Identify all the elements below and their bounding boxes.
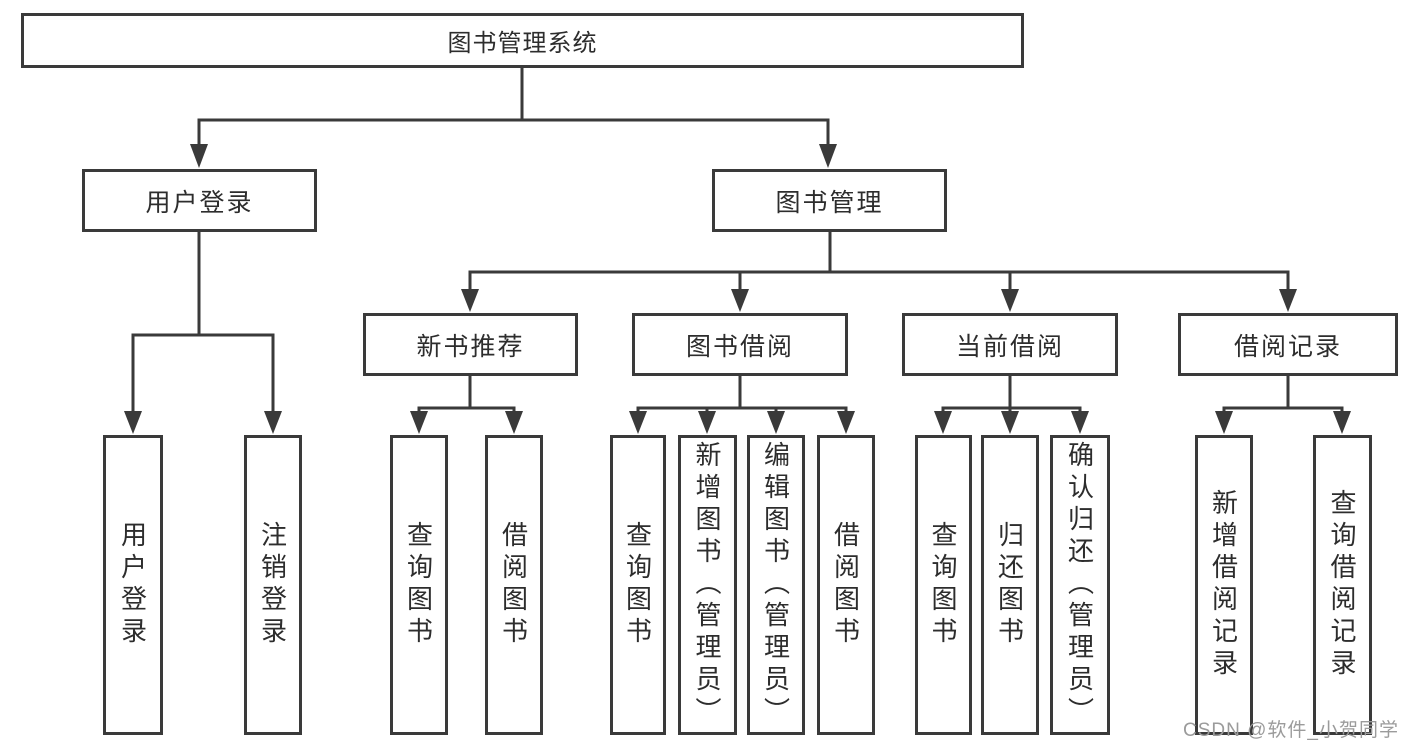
leaf-borrowing-add-books-admin: 新增图书（管理员） [678, 435, 737, 735]
leaf-user-login: 用户登录 [103, 435, 163, 735]
node-user-login: 用户登录 [82, 169, 317, 232]
leaf-borrowing-query-books: 查询图书 [610, 435, 666, 735]
leaf-current-query-books: 查询图书 [915, 435, 972, 735]
leaf-newbook-query-books: 查询图书 [390, 435, 448, 735]
leaf-current-confirm-return-admin: 确认归还（管理员） [1050, 435, 1110, 735]
leaf-records-query-record: 查询借阅记录 [1313, 435, 1372, 735]
leaf-newbook-borrow-books: 借阅图书 [485, 435, 543, 735]
leaf-logout: 注销登录 [244, 435, 302, 735]
node-new-book-recommend: 新书推荐 [363, 313, 578, 376]
leaf-borrowing-edit-books-admin: 编辑图书（管理员） [747, 435, 805, 735]
node-library-management-system: 图书管理系统 [21, 13, 1024, 68]
node-current-borrowing: 当前借阅 [902, 313, 1118, 376]
node-book-borrowing: 图书借阅 [632, 313, 848, 376]
node-book-management: 图书管理 [712, 169, 947, 232]
leaf-borrowing-borrow-books: 借阅图书 [817, 435, 875, 735]
watermark: CSDN @软件_小贺同学 [1183, 720, 1399, 741]
leaf-records-add-record: 新增借阅记录 [1195, 435, 1253, 735]
node-borrowing-records: 借阅记录 [1178, 313, 1398, 376]
leaf-current-return-books: 归还图书 [981, 435, 1039, 735]
